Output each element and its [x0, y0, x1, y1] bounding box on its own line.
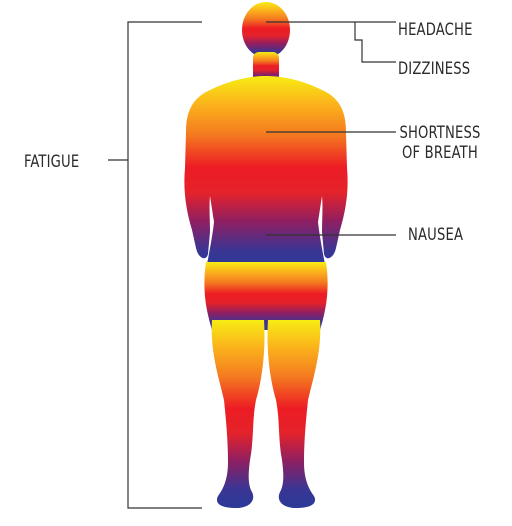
- torso: [184, 76, 347, 270]
- fatigue-bracket: [128, 22, 202, 508]
- right-leg: [267, 320, 320, 508]
- left-leg: [212, 320, 265, 508]
- label-shortness-line2: OF BREATH: [388, 143, 491, 163]
- label-shortness-of-breath: SHORTNESS OF BREATH: [388, 123, 491, 163]
- human-figure: [184, 2, 347, 508]
- pelvis: [204, 262, 327, 330]
- label-shortness-line1: SHORTNESS: [388, 123, 491, 143]
- head: [242, 2, 290, 58]
- label-headache: HEADACHE: [398, 20, 473, 40]
- label-nausea: NAUSEA: [408, 225, 463, 245]
- label-fatigue: FATIGUE: [24, 152, 79, 172]
- dizziness-bracket: [355, 22, 396, 62]
- label-dizziness: DIZZINESS: [398, 59, 470, 79]
